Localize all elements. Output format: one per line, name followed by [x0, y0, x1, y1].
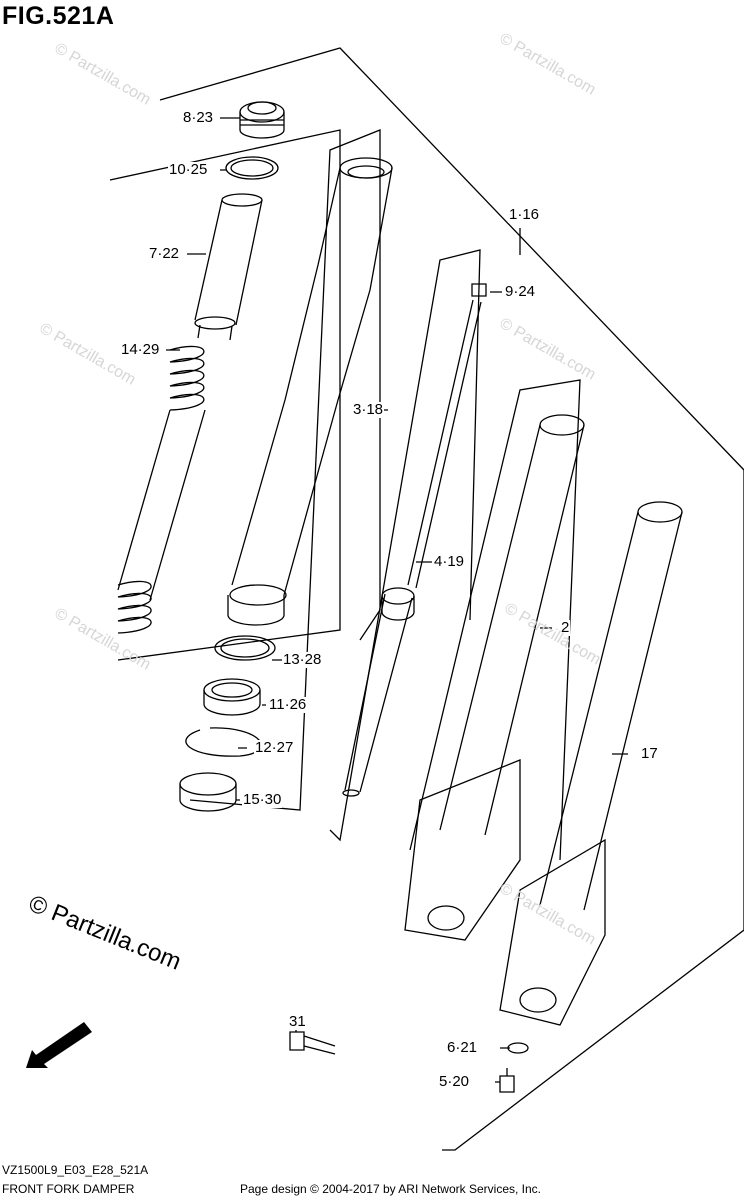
damper-rod-part [342, 283, 487, 797]
callout-6-21[interactable]: 6·21 [446, 1039, 479, 1056]
damper-rod-panel [329, 249, 481, 842]
axle-bolt-part [289, 1031, 336, 1055]
spring-part [117, 345, 206, 634]
drain-screw-part [499, 1068, 515, 1093]
o-ring-part [225, 156, 279, 180]
callout-31[interactable]: 31 [288, 1013, 307, 1030]
outer-tube-part [227, 157, 393, 626]
callout-15-30[interactable]: 15·30 [242, 791, 283, 808]
callout-13-28[interactable]: 13·28 [282, 651, 323, 668]
callout-9-24[interactable]: 9·24 [504, 283, 537, 300]
model-code: VZ1500L9_E03_E28_521A [2, 1163, 149, 1177]
section-name: FRONT FORK DAMPER [2, 1182, 135, 1196]
oil-seal-part [203, 678, 261, 716]
left-lower-leg-part [404, 414, 585, 941]
figure-title: FIG.521A [2, 2, 115, 30]
damper-kit-panel [109, 129, 341, 661]
callout-17[interactable]: 17 [640, 745, 659, 762]
callout-8-23[interactable]: 8·23 [182, 109, 215, 126]
callout-14-29[interactable]: 14·29 [120, 341, 161, 358]
callout-3-18[interactable]: 3·18 [352, 401, 385, 418]
spacer-part [194, 193, 263, 341]
fwd-arrow-icon [26, 1022, 92, 1068]
callout-11-26[interactable]: 11·26 [268, 696, 308, 713]
callout-7-22[interactable]: 7·22 [148, 245, 181, 262]
callout-2[interactable]: 2 [560, 619, 571, 636]
callout-10-25[interactable]: 10·25 [168, 161, 209, 178]
bushing-part [179, 772, 237, 812]
inner-tube-panel [409, 379, 581, 861]
right-lower-leg-part [499, 501, 683, 1026]
stopper-ring-part [185, 727, 262, 757]
dust-seal-part [214, 635, 276, 661]
outer-tube-panel [189, 129, 381, 811]
callout-5-20[interactable]: 5·20 [438, 1073, 471, 1090]
callout-4-19[interactable]: 4·19 [433, 553, 466, 570]
assembly-outline [159, 47, 744, 1151]
cap-bolt-part [239, 101, 285, 139]
callout-12-27[interactable]: 12·27 [254, 739, 295, 756]
callout-1-16[interactable]: 1·16 [508, 206, 541, 223]
credit-text: Page design © 2004-2017 by ARI Network S… [240, 1182, 542, 1196]
washer-part [507, 1042, 529, 1054]
